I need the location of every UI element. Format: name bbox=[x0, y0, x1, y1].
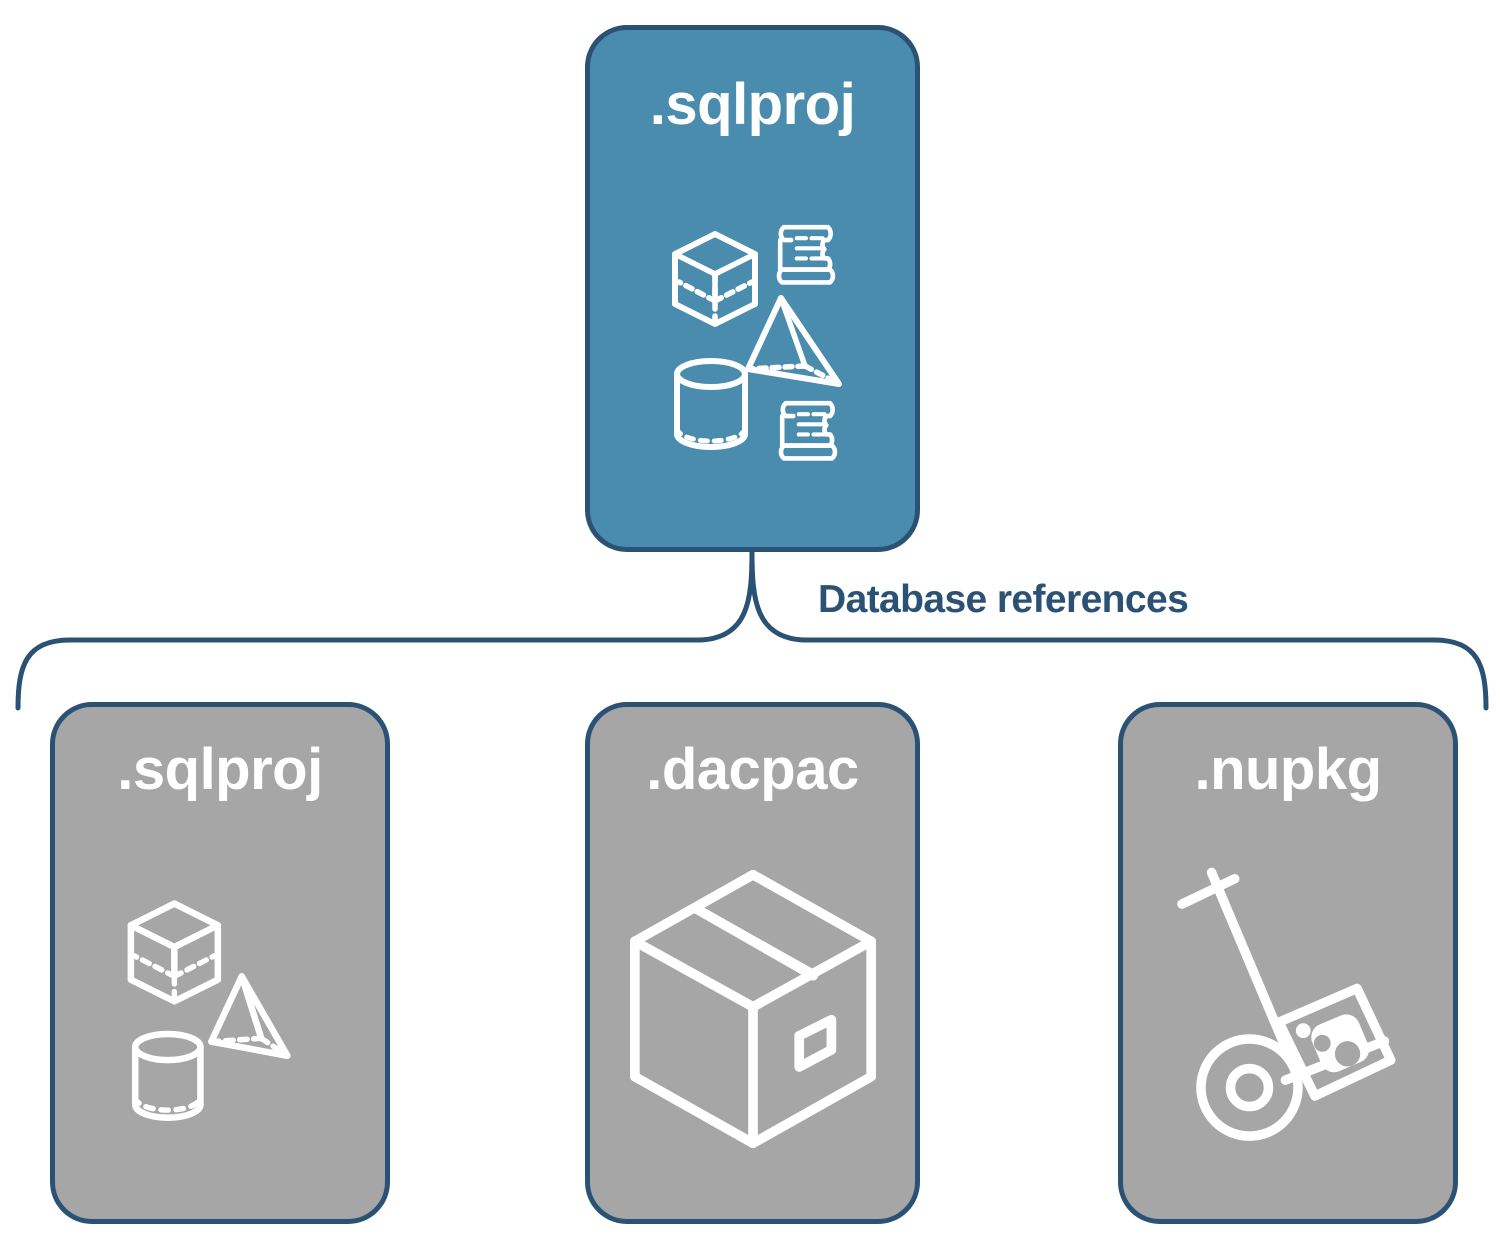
pyramid-icon bbox=[744, 294, 842, 387]
card-child-sqlproj[interactable]: .sqlproj bbox=[50, 702, 390, 1224]
card-root-sqlproj[interactable]: .sqlproj bbox=[585, 25, 920, 552]
package-box-icon bbox=[629, 869, 876, 1149]
database-references-bracket bbox=[15, 549, 1489, 711]
card-child-nupkg-icon-area bbox=[1123, 799, 1453, 1219]
nuget-package-icon bbox=[1273, 983, 1396, 1101]
card-child-dacpac-title: .dacpac bbox=[646, 737, 859, 802]
cube-icon bbox=[671, 230, 758, 327]
card-root-icon-area bbox=[590, 134, 915, 547]
bracket-left-arm bbox=[15, 549, 755, 711]
scroll-icon bbox=[776, 224, 835, 285]
bracket-label: Database references bbox=[818, 578, 1189, 621]
bracket-right-arm bbox=[749, 549, 1489, 711]
card-child-sqlproj-title: .sqlproj bbox=[117, 737, 323, 802]
cylinder-icon bbox=[673, 357, 748, 450]
scroll-icon bbox=[778, 400, 837, 461]
card-child-nupkg-title: .nupkg bbox=[1194, 737, 1382, 802]
cylinder-icon bbox=[131, 1030, 204, 1121]
card-child-dacpac[interactable]: .dacpac bbox=[585, 702, 920, 1224]
cube-icon bbox=[127, 900, 222, 1005]
hand-truck-handle-icon bbox=[1176, 874, 1239, 909]
hand-truck-icon-group bbox=[1176, 867, 1396, 1141]
hand-truck-wheel-icon bbox=[1195, 1034, 1303, 1141]
card-root-title: .sqlproj bbox=[649, 72, 856, 137]
nuget-logo-dots-icon bbox=[1313, 1034, 1360, 1067]
card-child-nupkg[interactable]: .nupkg bbox=[1118, 702, 1458, 1224]
root-icon-group bbox=[671, 224, 842, 461]
hand-truck-hub-icon bbox=[1225, 1063, 1273, 1112]
sqlproj-shapes-icon-group bbox=[127, 900, 291, 1121]
pyramid-icon bbox=[208, 973, 291, 1059]
card-child-sqlproj-icon-area bbox=[55, 799, 385, 1219]
card-child-dacpac-icon-area bbox=[590, 799, 915, 1219]
